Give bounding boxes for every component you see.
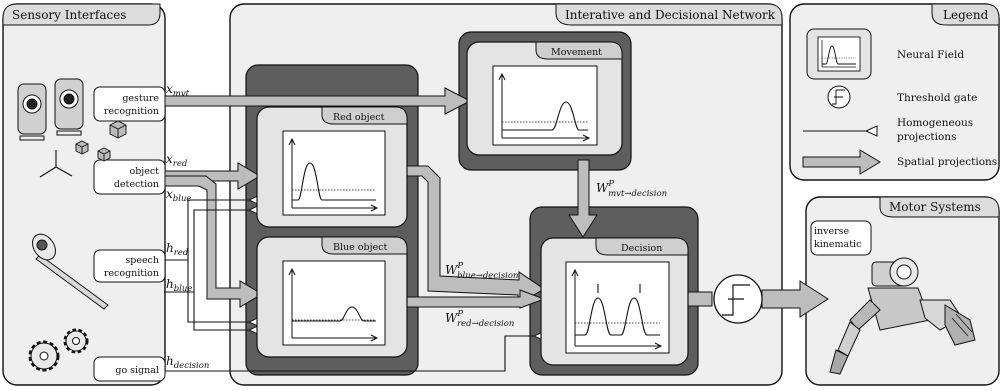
red-object-field: Red object (256, 106, 408, 228)
object-label-2: detection (114, 179, 159, 190)
legend-homogeneous-label-1: Homogeneous (897, 117, 973, 129)
legend-neural-field-label: Neural Field (897, 49, 964, 61)
gesture-label-2: recognition (104, 106, 159, 117)
homogeneous-projections (164, 200, 535, 372)
arrow-object-to-blue (163, 175, 263, 308)
sensory-panel-title: Sensory Interfaces (12, 8, 126, 22)
arrow-gesture-to-movement (163, 87, 472, 115)
arrow-blue-to-decision (405, 289, 546, 309)
speech-recognition-module: speech recognition (93, 249, 166, 283)
speech-label-2: recognition (104, 268, 159, 279)
legend-panel-title: Legend (943, 8, 989, 22)
ik-label-1: inverse (814, 226, 850, 237)
go-signal-module: go signal (93, 356, 166, 382)
blue-object-title: Blue object (333, 242, 387, 253)
gears-icon (28, 328, 89, 372)
object-label-1: object (129, 166, 159, 177)
axes-icon (39, 150, 73, 178)
movement-title: Movement (551, 47, 602, 58)
stereo-camera-icon (17, 78, 84, 141)
line-hblue-blue (193, 292, 250, 330)
arrow-decision-to-gate (687, 291, 713, 307)
legend-step-icon (832, 89, 845, 105)
movement-field: Movement (466, 41, 623, 156)
line-hblue (164, 210, 250, 293)
legend-spatial: Spatial projections (802, 149, 997, 175)
ik-label-2: kinematic (814, 239, 861, 250)
gesture-recognition-module: gesture recognition (93, 86, 166, 122)
line-hred (164, 200, 250, 261)
line-hred-blue (187, 260, 250, 322)
legend-neural-field: Neural Field (806, 28, 964, 80)
decision-field: Decision (540, 237, 689, 366)
label-x-blue: xblue (166, 187, 191, 204)
robot-arm-icon (829, 257, 976, 375)
object-detection-module: object detection (93, 159, 166, 195)
network-panel-title: Interative and Decisional Network (565, 8, 776, 22)
blue-object-field: Blue object (256, 236, 408, 358)
red-object-title: Red object (333, 112, 385, 123)
legend-homogeneous-label-2: projections (897, 131, 956, 143)
spatial-projections (163, 87, 829, 318)
legend-spatial-label: Spatial projections (897, 156, 997, 168)
label-x-mvt: xmvt (166, 82, 190, 99)
label-h-red: hred (166, 241, 189, 258)
label-h-decision: hdecision (166, 354, 209, 371)
label-h-blue: hblue (166, 277, 192, 294)
inverse-kinematic-module: inverse kinematic (810, 220, 872, 256)
arrow-movement-to-decision (568, 159, 598, 238)
motor-panel-title: Motor Systems (889, 200, 981, 214)
legend-threshold-label: Threshold gate (897, 92, 977, 104)
legend-threshold-gate: Threshold gate (827, 85, 977, 109)
line-hdecision (164, 336, 535, 372)
decision-title: Decision (621, 243, 662, 254)
go-signal-label: go signal (115, 365, 159, 376)
speech-label-1: speech (125, 255, 159, 266)
gesture-label-1: gesture (122, 93, 159, 104)
cubes-icon (75, 120, 127, 162)
threshold-gate (713, 274, 763, 324)
legend-homogeneous: Homogeneous projections (803, 117, 973, 143)
step-function-icon (722, 284, 750, 316)
arrow-gate-to-motor (761, 280, 829, 318)
label-x-red: xred (166, 152, 188, 169)
microphone-icon (32, 233, 109, 310)
